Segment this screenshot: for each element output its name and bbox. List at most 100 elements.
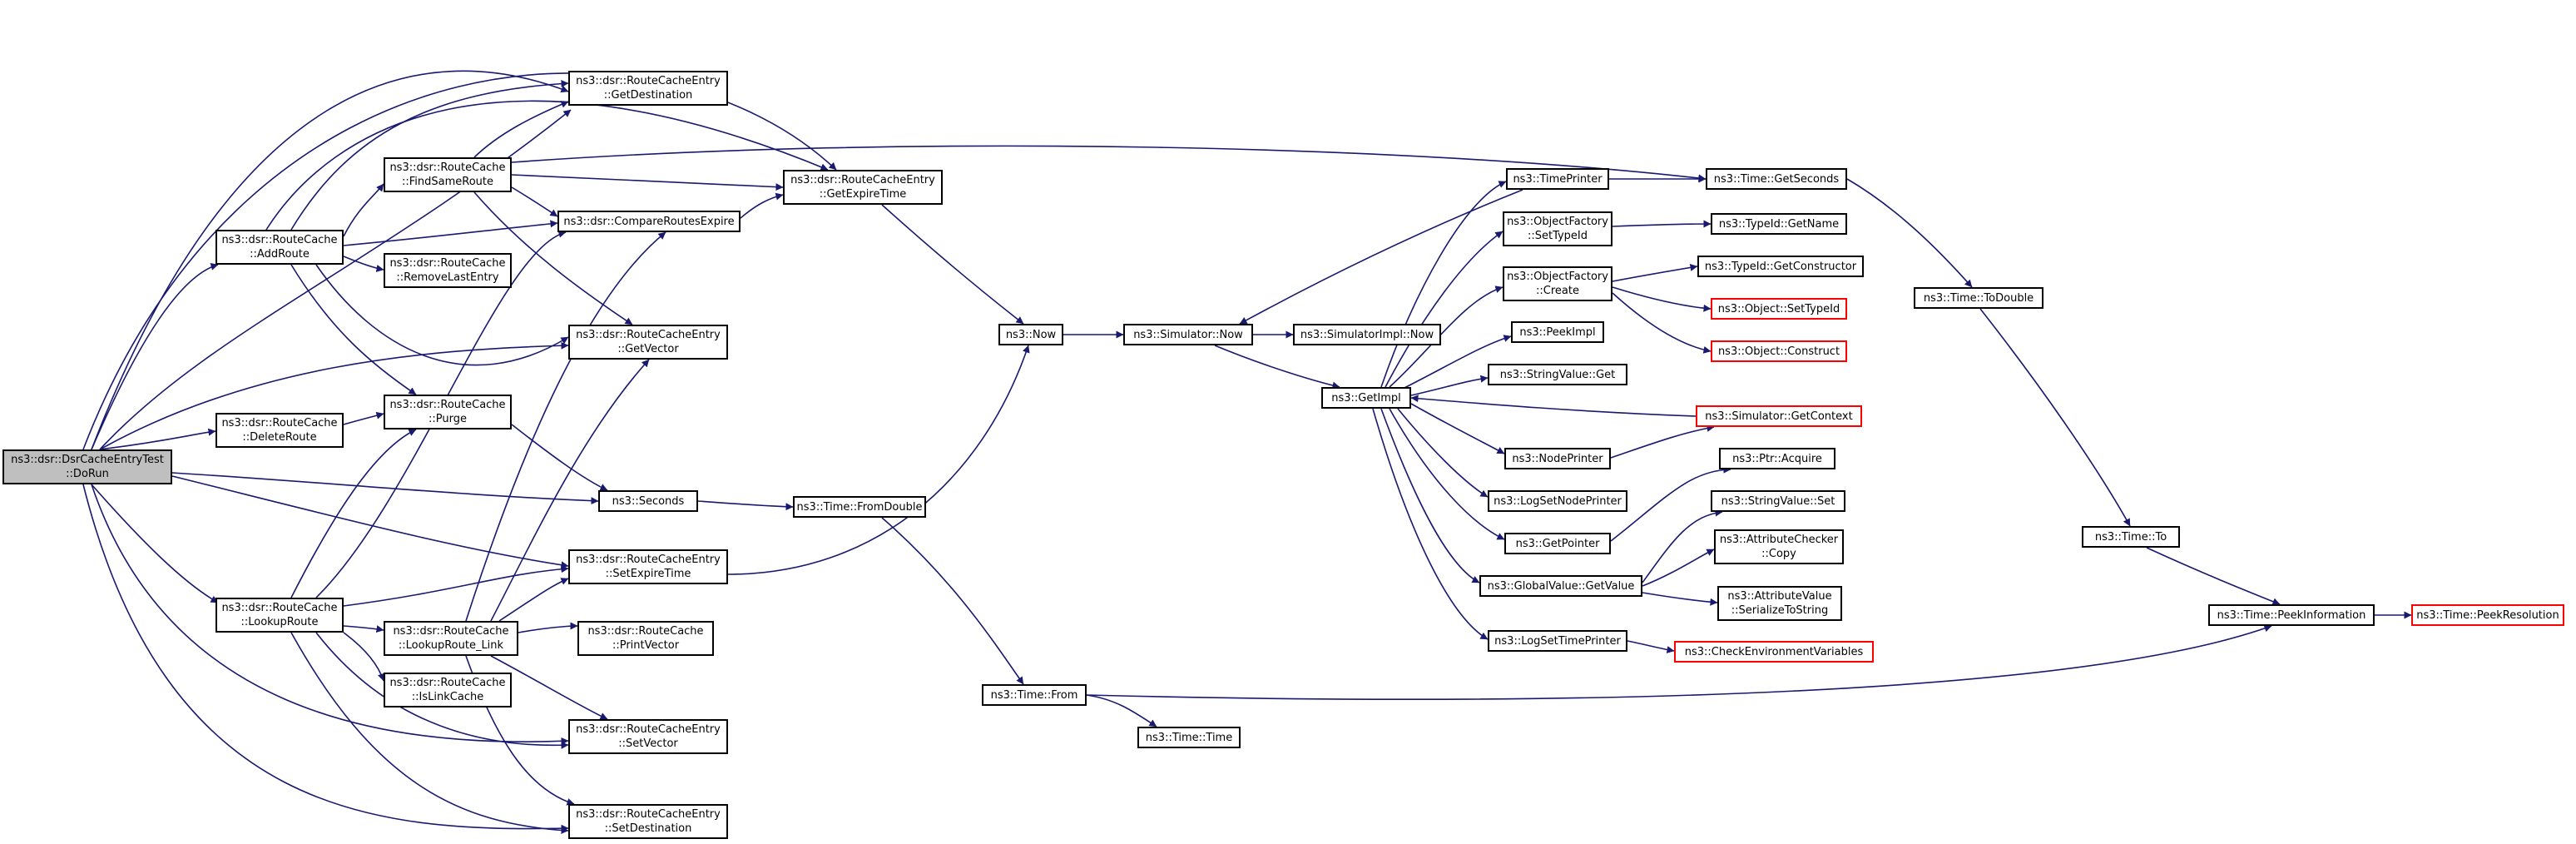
node-time-printer[interactable]: ns3::TimePrinter	[1506, 168, 1609, 190]
call-edge	[99, 428, 216, 450]
node-route-cache-deleteroute[interactable]: ns3::dsr::RouteCache::DeleteRoute	[215, 413, 344, 448]
call-edge	[1610, 424, 1715, 459]
node-route-cache-islinkcache[interactable]: ns3::dsr::RouteCache::IsLinkCache	[384, 673, 512, 707]
call-edge	[727, 345, 1030, 575]
call-edge	[1979, 308, 2131, 527]
call-edge	[1380, 408, 1480, 583]
node-object-factory-settypeid[interactable]: ns3::ObjectFactory::SetTypeId	[1503, 211, 1612, 246]
node-route-cache-printvector[interactable]: ns3::dsr::RouteCache::PrintVector	[577, 621, 714, 656]
call-edge	[1846, 178, 1973, 288]
call-edge	[343, 256, 384, 272]
node-route-cache-findsameroute[interactable]: ns3::dsr::RouteCache::FindSameRoute	[384, 157, 512, 192]
node-attribute-checker-copy[interactable]: ns3::AttributeChecker::Copy	[1714, 529, 1844, 564]
call-edge	[1397, 335, 1512, 392]
call-edge	[1612, 263, 1698, 282]
call-edge	[1410, 403, 1505, 454]
call-edge	[697, 500, 794, 511]
node-time-peekresolution[interactable]: ns3::Time::PeekResolution	[2411, 604, 2564, 626]
call-edge	[1389, 408, 1505, 540]
node-route-cache-removelastentry[interactable]: ns3::dsr::RouteCache::RemoveLastEntry	[384, 253, 512, 288]
node-global-value-getvalue[interactable]: ns3::GlobalValue::GetValue	[1479, 575, 1642, 597]
node-object-settypeid[interactable]: ns3::Object::SetTypeId	[1711, 298, 1847, 320]
call-edge	[171, 475, 569, 569]
call-edge	[343, 632, 385, 682]
call-edge	[91, 484, 219, 603]
node-time-peekinformation[interactable]: ns3::Time::PeekInformation	[2208, 604, 2375, 626]
node-route-cache-entry-getdestination[interactable]: ns3::dsr::RouteCacheEntry::GetDestinatio…	[568, 71, 728, 106]
call-edge	[1380, 181, 1507, 388]
node-route-cache-lookuproute[interactable]: ns3::dsr::RouteCache::LookupRoute	[215, 598, 344, 633]
node-getimpl[interactable]: ns3::GetImpl	[1321, 387, 1411, 409]
call-edge	[1410, 395, 1697, 417]
call-edge	[290, 80, 569, 231]
node-route-cache-addroute[interactable]: ns3::dsr::RouteCache::AddRoute	[215, 230, 344, 265]
call-edge	[1372, 408, 1489, 640]
node-attribute-value-serialize[interactable]: ns3::AttributeValue::SerializeToString	[1717, 586, 1842, 621]
node-time-to[interactable]: ns3::Time::To	[2082, 526, 2180, 548]
call-edge	[91, 484, 569, 745]
call-edge	[511, 424, 608, 491]
node-log-set-time-printer[interactable]: ns3::LogSetTimePrinter	[1488, 630, 1627, 652]
node-time-getseconds[interactable]: ns3::Time::GetSeconds	[1706, 168, 1847, 190]
call-edge	[1642, 549, 1715, 587]
call-edge	[473, 191, 633, 325]
call-edge	[490, 359, 650, 622]
node-route-cache-entry-setvector[interactable]: ns3::dsr::RouteCacheEntry::SetVector	[568, 719, 728, 754]
node-get-pointer[interactable]: ns3::GetPointer	[1504, 533, 1611, 554]
node-time-from[interactable]: ns3::Time::From	[982, 684, 1087, 706]
call-edge	[473, 101, 569, 158]
node-node-printer[interactable]: ns3::NodePrinter	[1504, 448, 1611, 469]
call-edge	[315, 632, 569, 749]
call-edge	[343, 565, 569, 607]
call-edge	[315, 230, 567, 598]
call-edge	[343, 625, 384, 633]
node-seconds[interactable]: ns3::Seconds	[598, 490, 698, 512]
call-edge	[490, 655, 608, 720]
call-edge	[1612, 286, 1712, 312]
node-object-construct[interactable]: ns3::Object::Construct	[1711, 340, 1847, 362]
node-dsr-cache-entry-test-dorun: ns3::dsr::DsrCacheEntryTest::DoRun	[2, 449, 172, 484]
node-check-environment-variables[interactable]: ns3::CheckEnvironmentVariables	[1674, 641, 1874, 663]
call-edge	[1627, 640, 1675, 653]
node-time-fromdouble[interactable]: ns3::Time::FromDouble	[793, 496, 926, 518]
call-edge	[343, 183, 384, 237]
call-edge	[1389, 285, 1503, 388]
node-typeid-getname[interactable]: ns3::TypeId::GetName	[1711, 213, 1847, 235]
node-route-cache-entry-setdestination[interactable]: ns3::dsr::RouteCacheEntry::SetDestinatio…	[568, 804, 728, 839]
node-simulator-getcontext[interactable]: ns3::Simulator::GetContext	[1696, 405, 1862, 427]
node-simulator-impl-now[interactable]: ns3::SimulatorImpl::Now	[1293, 324, 1441, 345]
call-edge	[1397, 408, 1489, 498]
call-edge	[1612, 292, 1712, 354]
call-edge	[343, 220, 558, 246]
node-route-cache-entry-setexpiretime[interactable]: ns3::dsr::RouteCacheEntry::SetExpireTime	[568, 549, 728, 584]
call-edge	[290, 264, 417, 395]
call-edge	[465, 231, 666, 622]
node-route-cache-entry-getvector[interactable]: ns3::dsr::RouteCacheEntry::GetVector	[568, 325, 728, 360]
node-simulator-now[interactable]: ns3::Simulator::Now	[1123, 324, 1253, 345]
call-edge	[171, 472, 599, 505]
node-compare-routes-expire[interactable]: ns3::dsr::CompareRoutesExpire	[557, 211, 741, 232]
node-ptr-acquire[interactable]: ns3::Ptr::Acquire	[1719, 448, 1835, 469]
node-object-factory-create[interactable]: ns3::ObjectFactory::Create	[1503, 266, 1612, 301]
node-now[interactable]: ns3::Now	[998, 324, 1063, 345]
node-stringvalue-get[interactable]: ns3::StringValue::Get	[1488, 364, 1627, 385]
node-peekimpl[interactable]: ns3::PeekImpl	[1511, 321, 1604, 343]
node-stringvalue-set[interactable]: ns3::StringValue::Set	[1711, 490, 1845, 512]
node-time-time[interactable]: ns3::Time::Time	[1137, 727, 1241, 748]
node-route-cache-purge[interactable]: ns3::dsr::RouteCache::Purge	[384, 395, 512, 429]
node-time-todouble[interactable]: ns3::Time::ToDouble	[1914, 287, 2043, 309]
call-edge	[518, 622, 578, 633]
call-edge	[1086, 624, 2272, 700]
node-typeid-getconstructor[interactable]: ns3::TypeId::GetConstructor	[1697, 256, 1864, 277]
call-edge	[1610, 465, 1731, 542]
node-route-cache-lookuproute-link[interactable]: ns3::dsr::RouteCache::LookupRoute_Link	[384, 621, 518, 656]
call-edge	[740, 192, 784, 219]
call-edge	[290, 632, 569, 834]
call-edge	[511, 186, 558, 217]
call-edge	[511, 145, 1707, 182]
node-log-set-node-printer[interactable]: ns3::LogSetNodePrinter	[1488, 490, 1627, 512]
call-edge	[1410, 375, 1489, 396]
node-route-cache-entry-getexpiretime[interactable]: ns3::dsr::RouteCacheEntry::GetExpireTime	[783, 170, 943, 205]
call-edge	[1086, 694, 1157, 727]
call-edge	[1642, 509, 1723, 583]
